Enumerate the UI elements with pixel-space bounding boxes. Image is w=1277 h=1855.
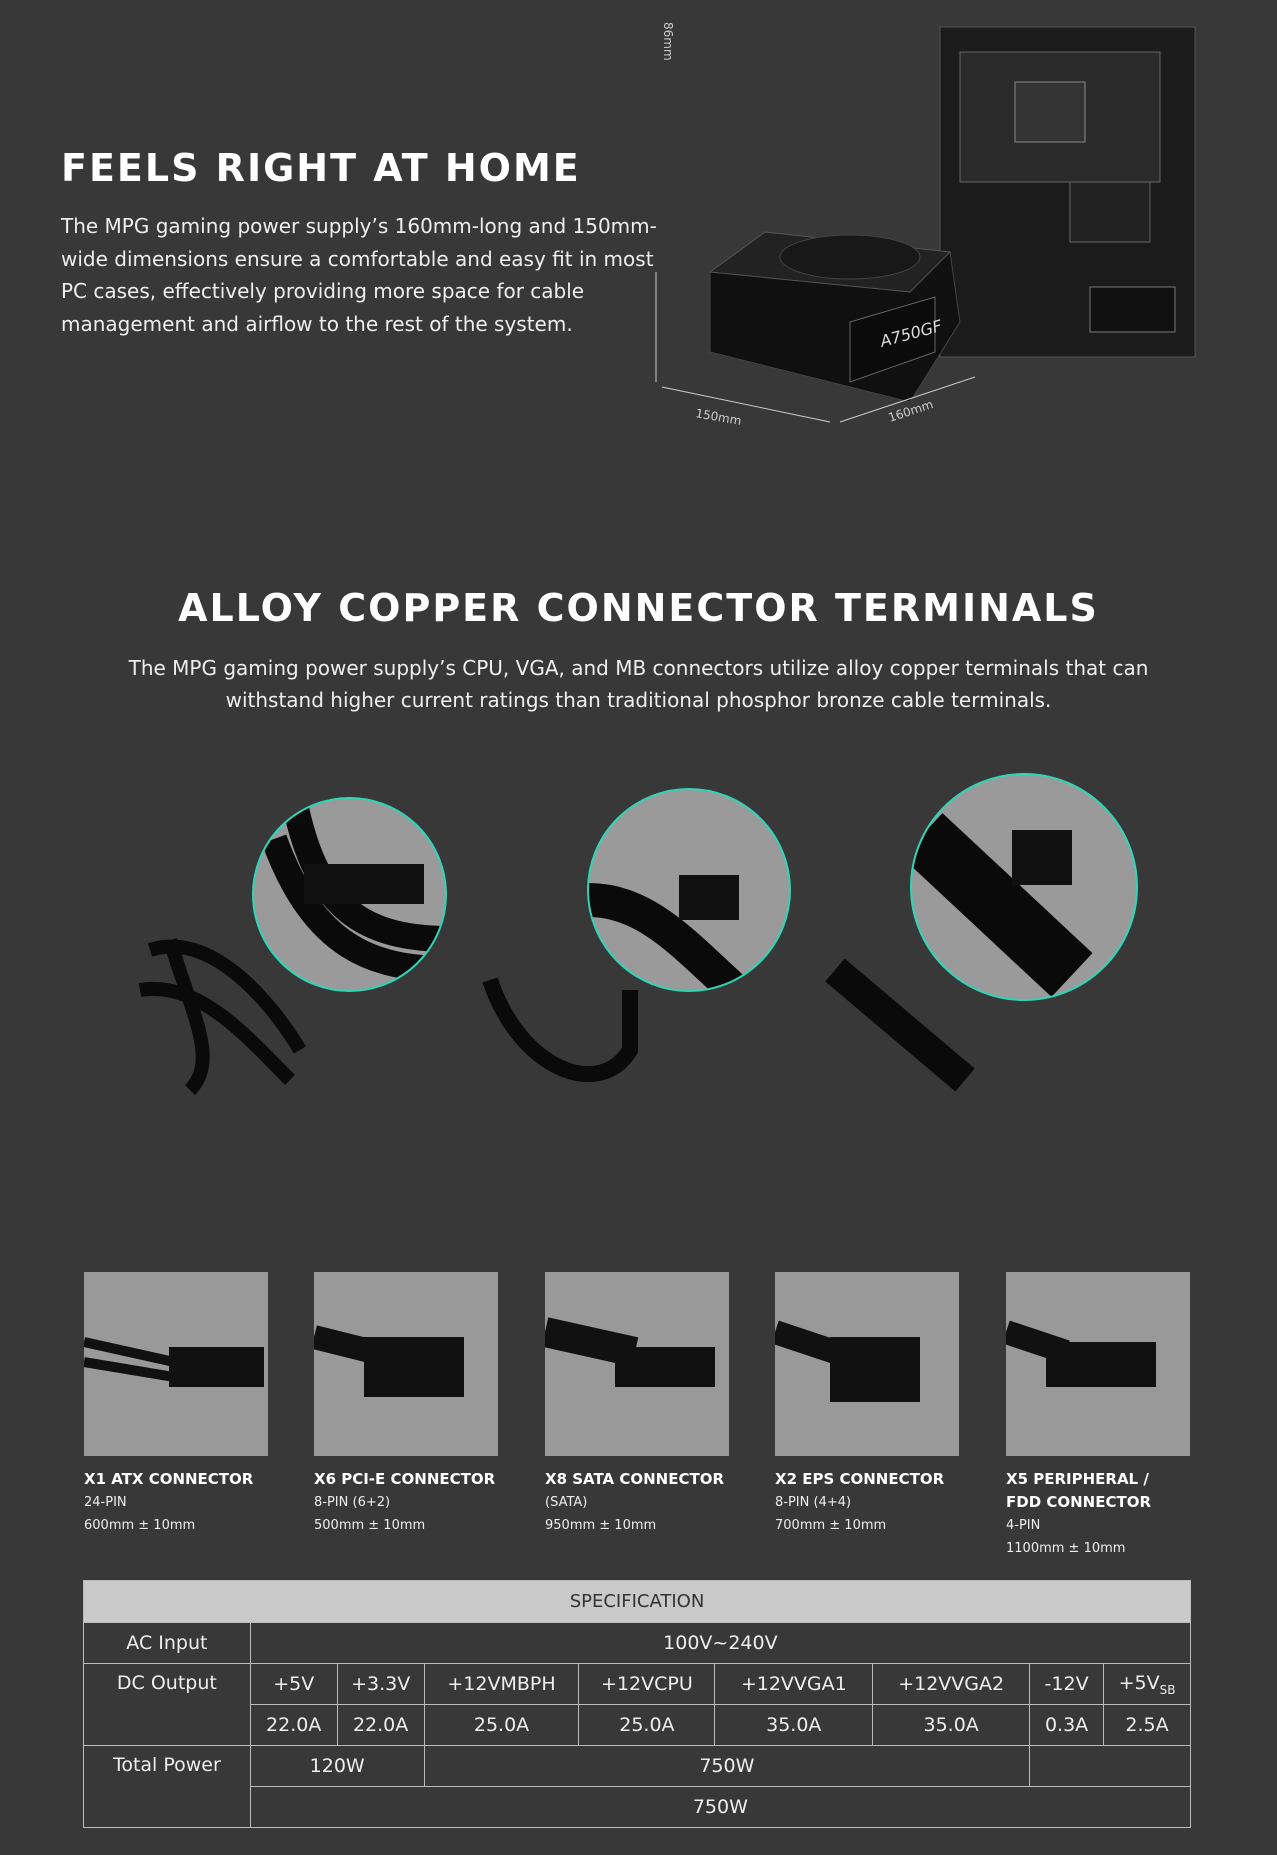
power-12v: 750W	[423, 1745, 1031, 1787]
current: 25.0A	[423, 1704, 580, 1746]
ac-input-value: 100V~240V	[249, 1622, 1192, 1664]
eps-terminal-closeup	[910, 773, 1138, 1001]
pcie-connector-thumbnail	[311, 1272, 498, 1456]
current: 2.5A	[1103, 1704, 1191, 1746]
sata-connector-thumbnail	[541, 1272, 729, 1456]
rail: +12VVGA1	[714, 1663, 874, 1705]
eps-connector-thumbnail	[771, 1272, 959, 1456]
power-total: 750W	[249, 1786, 1192, 1828]
atx-connector-thumbnail	[82, 1272, 268, 1456]
atx-cable-icon	[138, 938, 307, 1095]
current: 25.0A	[578, 1704, 716, 1746]
psu-and-case-image: A750GF 86mm 150mm 160mm	[655, 22, 1196, 428]
empty-cell	[1029, 1745, 1191, 1787]
dim-width: 150mm	[694, 406, 742, 428]
power-5v-3v3: 120W	[249, 1745, 425, 1787]
rail-5vsb: +5VSB	[1103, 1663, 1191, 1705]
current: 0.3A	[1029, 1704, 1105, 1746]
rail: +5V	[249, 1663, 338, 1705]
eps-cable-icon	[825, 958, 975, 1092]
current: 35.0A	[714, 1704, 874, 1746]
section-body-home: The MPG gaming power supply’s 160mm-long…	[61, 214, 657, 336]
section-title-terminals: ALLOY COPPER CONNECTOR TERMINALS	[178, 586, 1099, 630]
rail: +12VCPU	[578, 1663, 716, 1705]
rail: +12VVGA2	[872, 1663, 1031, 1705]
section-body-terminals: The MPG gaming power supply’s CPU, VGA, …	[128, 656, 1149, 712]
total-power-label: Total Power	[83, 1745, 251, 1828]
dc-output-label: DC Output	[83, 1663, 251, 1746]
connector-label: X8 SATA CONNECTOR(SATA)950mm ± 10mm	[545, 1470, 725, 1533]
current: 22.0A	[249, 1704, 338, 1746]
dim-height: 86mm	[661, 22, 675, 61]
pcie-cable-icon	[482, 977, 638, 1083]
rail: -12V	[1029, 1663, 1105, 1705]
current: 22.0A	[336, 1704, 425, 1746]
rail: +12VMBPH	[423, 1663, 580, 1705]
ac-input-label: AC Input	[83, 1622, 251, 1664]
atx-terminal-closeup	[252, 797, 447, 992]
pcie-terminal-closeup	[587, 788, 791, 992]
spec-title: SPECIFICATION	[83, 1580, 1191, 1623]
rail: +3.3V	[336, 1663, 425, 1705]
peripheral-connector-thumbnail	[1002, 1272, 1190, 1456]
current: 35.0A	[872, 1704, 1031, 1746]
section-title-home: FEELS RIGHT AT HOME	[61, 146, 581, 190]
